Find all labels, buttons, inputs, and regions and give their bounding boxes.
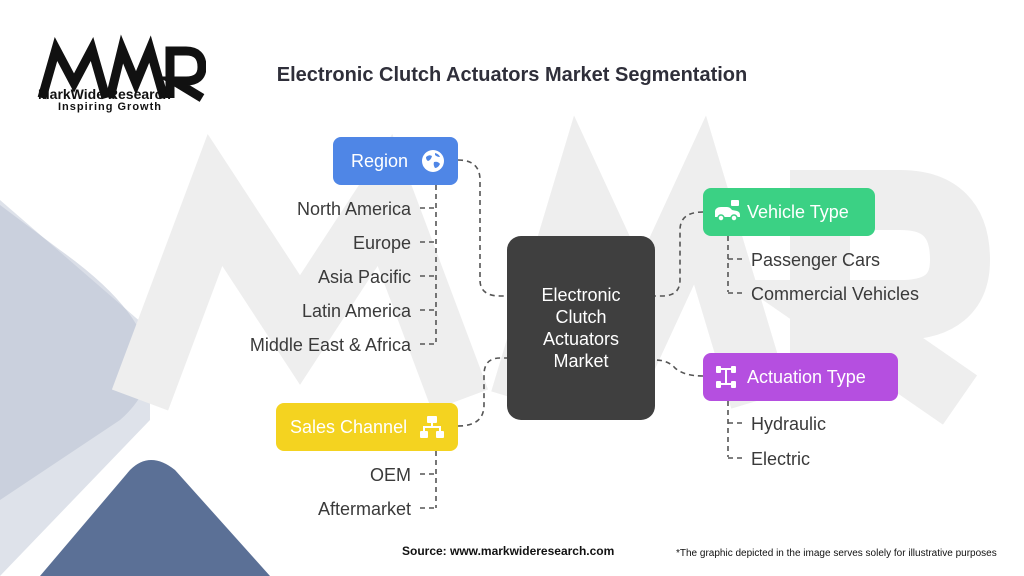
region-item: North America xyxy=(296,199,411,219)
globe-icon xyxy=(420,148,446,174)
network-icon xyxy=(419,414,445,440)
sales-channel-item: Aftermarket xyxy=(317,499,411,519)
category-sales-channel: Sales Channel xyxy=(276,403,458,451)
car-icon xyxy=(713,199,740,225)
category-vehicle-type: Vehicle Type xyxy=(703,188,875,236)
category-sales-channel-label: Sales Channel xyxy=(290,416,408,437)
source-note: Source: www.markwideresearch.com xyxy=(402,544,615,558)
category-region: Region xyxy=(333,137,458,185)
category-vehicle-type-label: Vehicle Type xyxy=(747,201,849,222)
center-node-label: Electronic Clutch Actuators Market xyxy=(541,285,621,371)
actuation-type-item: Electric xyxy=(751,449,811,469)
region-item: Asia Pacific xyxy=(317,267,411,287)
category-actuation-type: Actuation Type xyxy=(703,353,898,401)
vehicle-type-item: Commercial Vehicles xyxy=(751,284,920,304)
logo-company-name: MarkWide Research xyxy=(38,86,171,102)
disclaimer-note: *The graphic depicted in the image serve… xyxy=(676,548,997,559)
region-item: Europe xyxy=(352,233,411,253)
region-item: Middle East & Africa xyxy=(249,335,411,355)
chassis-icon xyxy=(713,364,739,390)
actuation-type-item: Hydraulic xyxy=(751,414,827,434)
center-node: Electronic Clutch Actuators Market xyxy=(507,236,655,420)
vehicle-type-item: Passenger Cars xyxy=(751,250,881,270)
markwide-logo xyxy=(37,34,206,102)
logo-tagline: Inspiring Growth xyxy=(58,101,162,113)
region-item: Latin America xyxy=(301,301,411,321)
category-region-label: Region xyxy=(351,150,409,171)
page-title: Electronic Clutch Actuators Market Segme… xyxy=(276,64,748,86)
category-actuation-type-label: Actuation Type xyxy=(747,366,866,387)
sales-channel-item: OEM xyxy=(369,465,411,485)
